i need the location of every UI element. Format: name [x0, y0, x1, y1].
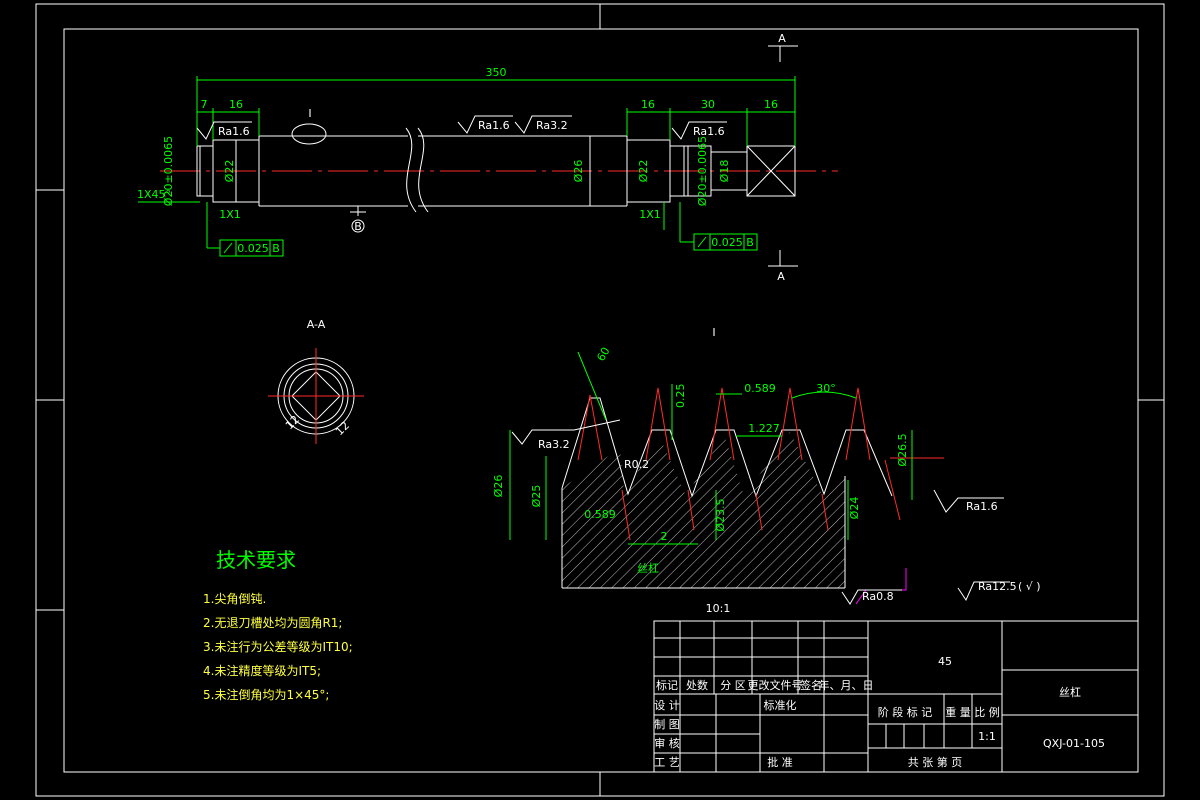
label-check: 审 核 [654, 736, 680, 750]
note-3: 3.未注行为公差等级为IT10; [203, 639, 353, 654]
dia-20-right: Ø20±0.0065 [696, 136, 709, 206]
detail-dia-26: Ø26 [492, 475, 505, 498]
dim-16-mid: 16 [641, 98, 655, 111]
sheet-info: 共 张 第 页 [908, 755, 963, 769]
detail-dia-25: Ø25 [530, 485, 543, 508]
ra-mid-1: Ra1.6 [478, 119, 510, 132]
tol-right-ref: B [746, 236, 754, 249]
main-dimensions: 350 7 16 16 30 16 Ø20±0.0065 Ø22 Ø26 Ø22… [137, 32, 798, 283]
rev-h-0: 标记 [656, 678, 678, 692]
part-name: 丝杠 [1059, 686, 1081, 699]
shaft-main-view: I [160, 107, 838, 213]
dia-18: Ø18 [718, 160, 731, 183]
technical-notes: 技术要求 1.尖角倒钝. 2.无退刀槽处均为圆角R1; 3.未注行为公差等级为I… [203, 548, 353, 702]
detail-part-label: 丝杠 [637, 562, 659, 575]
detail-r02: R0.2 [624, 458, 649, 471]
note-2: 2.无退刀槽处均为圆角R1; [203, 616, 342, 630]
stage-h-2: 比 例 [974, 705, 1000, 719]
dim-7: 7 [201, 98, 208, 111]
rev-h-1: 处数 [686, 679, 708, 692]
scale-value: 1:1 [978, 730, 996, 743]
section-a-bottom: A [777, 270, 785, 283]
detail-ra-08: Ra0.8 [862, 590, 894, 603]
groove-left: 1X1 [219, 208, 241, 221]
drawing-number: QXJ-01-105 [1043, 737, 1105, 750]
general-roughness: Ra12.5 ( √ ) [957, 580, 1041, 602]
tol-left-value: 0.025 [237, 242, 269, 255]
rev-h-2: 分 区 [720, 679, 746, 692]
section-dim-left: 12 [283, 413, 302, 432]
chamfer-left: 1X45° [137, 188, 171, 201]
drawing-frame [35, 3, 1165, 797]
stage-h-1: 重 量 [945, 705, 971, 719]
dia-26: Ø26 [572, 160, 585, 183]
dim-16-left: 16 [229, 98, 243, 111]
detail-callout-label: I [308, 107, 311, 120]
section-a-a: A-A 12 12 [268, 318, 364, 444]
rev-h-4: 签名 [800, 678, 822, 692]
detail-dim-0589b: 0.589 [584, 508, 616, 521]
detail-dia-24: Ø24 [848, 497, 861, 520]
detail-dim-2: 2 [661, 530, 668, 543]
note-5: 5.未注倒角均为1×45°; [203, 687, 329, 702]
notes-title: 技术要求 [216, 548, 296, 572]
detail-dim-0589: 0.589 [744, 382, 776, 395]
detail-angle: 60 [594, 345, 612, 364]
label-process: 工 艺 [654, 756, 680, 769]
title-block: 标记 处数 分 区 更改文件号 签名 年、月、日 设 计 标准化 制 图 审 核… [653, 620, 1139, 773]
section-dim-right: 12 [333, 419, 352, 438]
tol-left-ref: B [272, 242, 280, 255]
material: 45 [938, 655, 952, 668]
ra-mid-2: Ra3.2 [536, 119, 568, 132]
label-draw: 制 图 [654, 718, 680, 731]
label-approve: 批 准 [767, 755, 793, 769]
datum-b: B [354, 220, 362, 233]
label-design: 设 计 [654, 699, 680, 712]
dim-overall-length: 350 [486, 66, 507, 79]
dim-30: 30 [701, 98, 715, 111]
note-4: 4.未注精度等级为IT5; [203, 663, 321, 678]
detail-dim-30deg: 30° [816, 382, 836, 395]
stage-h-0: 阶 段 标 记 [878, 705, 933, 719]
note-1: 1.尖角倒钝. [203, 592, 266, 606]
groove-right: 1X1 [639, 208, 661, 221]
section-title: A-A [307, 318, 326, 331]
detail-dia-265: Ø26.5 [896, 433, 909, 466]
detail-ra-16: Ra1.6 [966, 500, 998, 513]
dia-22-left: Ø22 [223, 160, 236, 183]
detail-scale: 10:1 [706, 602, 731, 615]
ra-right: Ra1.6 [693, 125, 725, 138]
rev-h-3: 更改文件号 [748, 678, 803, 692]
dim-16-right: 16 [764, 98, 778, 111]
general-ra-tail: ( √ ) [1018, 580, 1041, 593]
dia-left-bearing: Ø20±0.0065 [162, 136, 175, 206]
rev-h-5: 年、月、日 [819, 678, 874, 692]
detail-title: I [712, 326, 715, 339]
detail-thread-view: I 60 0.25 0.589 1.227 30° Ø26.5 Ra3.2 R [492, 326, 1004, 615]
detail-dim-1227: 1.227 [748, 422, 780, 435]
detail-dia-235: Ø23.5 [714, 498, 727, 531]
label-standardize: 标准化 [764, 698, 797, 712]
section-a-top: A [778, 32, 786, 45]
ra-left: Ra1.6 [218, 125, 250, 138]
dia-22-right: Ø22 [637, 160, 650, 183]
general-ra: Ra12.5 [978, 580, 1017, 593]
tol-right-value: 0.025 [711, 236, 743, 249]
detail-ra-32: Ra3.2 [538, 438, 570, 451]
detail-dim-025: 0.25 [674, 384, 687, 409]
